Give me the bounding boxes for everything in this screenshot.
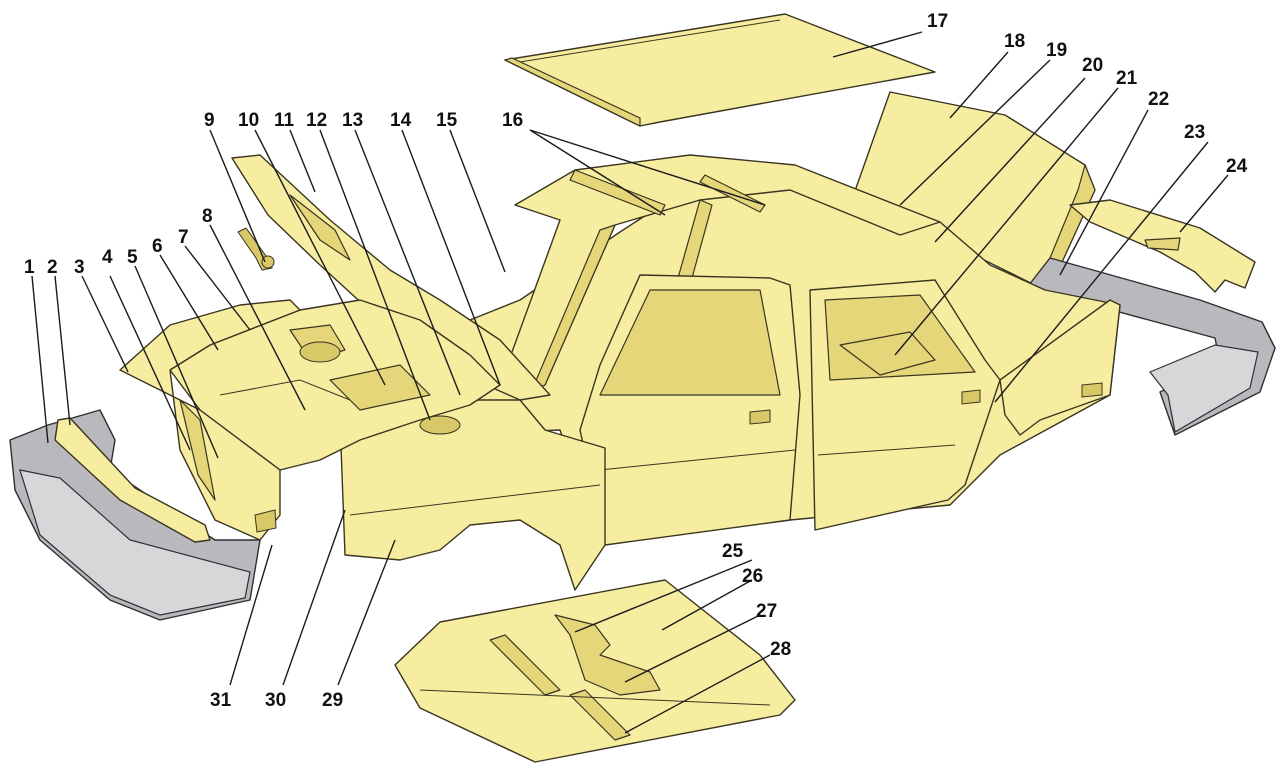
callout-17: 17 <box>927 11 948 32</box>
callout-28: 28 <box>770 639 791 660</box>
front-bumper-reinforcement <box>54 417 211 543</box>
callout-23: 23 <box>1184 122 1205 143</box>
callout-25: 25 <box>722 541 744 562</box>
callout-29: 29 <box>322 690 343 711</box>
callout-21: 21 <box>1116 68 1138 89</box>
front-fender <box>339 399 606 591</box>
rear-valance <box>1069 199 1256 293</box>
roof-rails <box>569 169 766 216</box>
callout-labels: 1 2 3 4 5 6 7 8 9 10 11 12 13 14 15 16 1… <box>24 11 1248 711</box>
front-bumper <box>9 409 261 621</box>
hood <box>231 154 551 401</box>
callout-20: 20 <box>1082 55 1103 76</box>
roof-panel <box>504 13 936 127</box>
callout-9: 9 <box>204 110 215 131</box>
callout-10: 10 <box>238 110 259 131</box>
callout-1: 1 <box>24 257 35 278</box>
callout-31: 31 <box>210 690 232 711</box>
callout-26: 26 <box>742 566 763 587</box>
engine-compartment <box>169 299 501 471</box>
leader-lines <box>31 31 1229 734</box>
callout-24: 24 <box>1226 156 1248 177</box>
callout-19: 19 <box>1046 40 1067 61</box>
floor-panel <box>394 579 796 763</box>
callout-12: 12 <box>306 110 327 131</box>
body-shell <box>279 154 1121 546</box>
callout-27: 27 <box>756 601 777 622</box>
trunk-lid <box>849 91 1096 291</box>
callout-7: 7 <box>178 227 189 248</box>
front-panel <box>119 299 301 541</box>
callout-8: 8 <box>202 206 213 227</box>
callout-11: 11 <box>274 110 295 131</box>
callout-22: 22 <box>1148 89 1169 110</box>
callout-30: 30 <box>265 690 286 711</box>
callout-18: 18 <box>1004 31 1025 52</box>
engine-strut-bracket <box>237 227 275 271</box>
callout-14: 14 <box>390 110 412 131</box>
callout-16: 16 <box>502 110 523 131</box>
callout-5: 5 <box>127 247 138 268</box>
callout-4: 4 <box>102 247 113 268</box>
callout-3: 3 <box>74 257 85 278</box>
callout-2: 2 <box>47 257 58 278</box>
callout-15: 15 <box>436 110 458 131</box>
callout-13: 13 <box>342 110 363 131</box>
callout-6: 6 <box>152 236 163 257</box>
